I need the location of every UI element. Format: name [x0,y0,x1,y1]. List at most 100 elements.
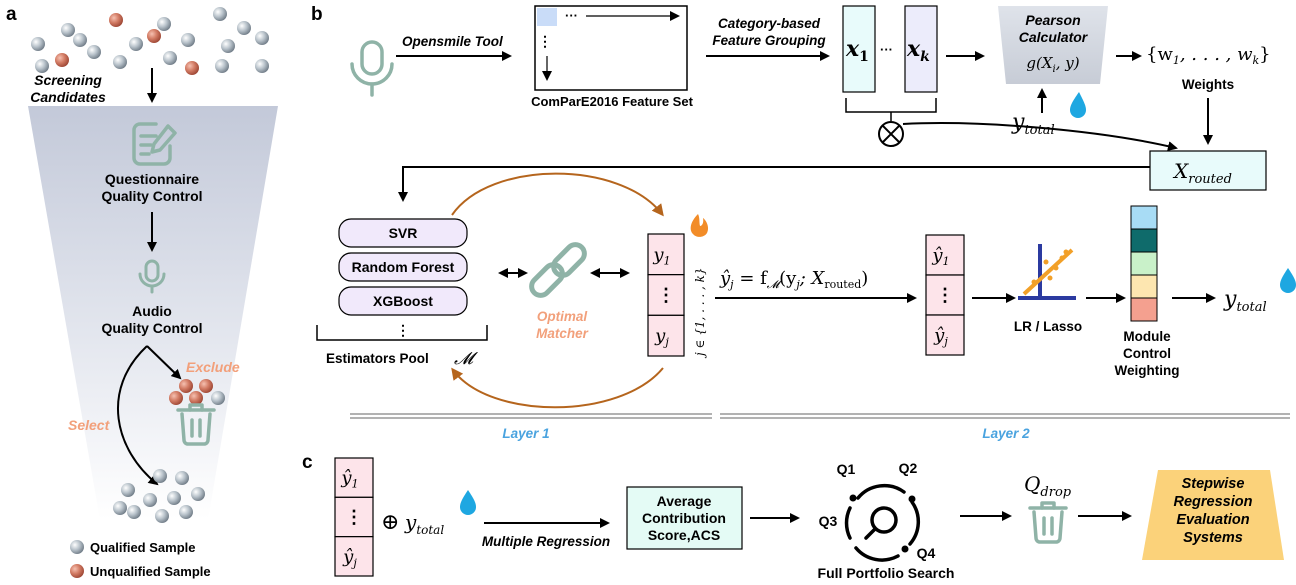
opensmile-label: Opensmile Tool [402,34,503,49]
acs-label-line1: Average [657,493,712,509]
matrix-col-dots: ⋮ [538,33,552,49]
qualified-sample-ball [211,391,225,405]
pearson-formula: g(Xi, y) [1026,54,1079,75]
unqualified-sample-ball [199,379,213,393]
q3-label: Q3 [819,513,838,529]
qualified-sample-ball [61,23,75,37]
unqualified-sample-ball [147,29,161,43]
yhat-formula: ŷj = f𝓜(yj; Xrouted) [719,268,868,291]
estimator-pill [338,218,468,248]
audio-label-line2: Quality Control [101,320,202,336]
questionnaire-icon [132,122,177,166]
qualified-sample-ball [213,7,227,21]
y-total-output: ytotal [1223,287,1267,315]
stack-symbol: ⋮ [345,507,363,527]
funnel [28,106,278,520]
trash-icon [176,403,216,446]
qualified-sample-ball [237,21,251,35]
microphone-icon [138,259,166,294]
weights-label: Weights [1182,77,1234,92]
stack-symbol: ⋮ [657,285,675,305]
x1-symbol: x1 [845,36,869,65]
acs-label-line3: Score,ACS [648,527,720,543]
arrow-otimes-to-routed [902,122,1178,152]
trash-icon-c [1028,501,1068,544]
matrix-cell [537,8,557,26]
qualified-sample-ball [157,17,171,31]
grouping-bracket [845,98,937,113]
large-microphone-icon [350,40,394,97]
legend-unqualified-marker [70,564,84,578]
portfolio-search-icon [844,483,921,562]
panel-label-b: b [311,4,323,25]
qualified-sample-ball [221,39,235,53]
qualified-sample-ball [127,505,141,519]
feature-group-x1 [842,5,876,93]
q-drop-symbol: Qdrop [1024,472,1072,500]
q-node-4 [901,545,909,553]
pearson-label-line2: Calculator [1019,29,1089,45]
module-weight-cell [1130,228,1158,253]
matrix-row-dots: ··· [565,8,578,23]
stack-cell [647,233,685,276]
x-routed-symbol: Xrouted [1172,159,1232,187]
qualified-sample-ball [163,51,177,65]
panel-label-c: c [302,452,313,473]
full-portfolio-label: Full Portfolio Search [818,565,955,581]
optimal-matcher-line2: Matcher [536,326,589,341]
legend-qualified: Qualified Sample [90,540,195,555]
compare-label: ComParE2016 Feature Set [531,94,694,109]
q1-label: Q1 [837,461,856,477]
regression-plot-icon [1018,244,1076,300]
stepwise-label-line2: Regression [1174,494,1253,510]
stepwise-label-line1: Stepwise [1182,476,1245,492]
fire-icon [690,214,709,237]
lr-lasso-label: LR / Lasso [1014,319,1082,334]
qualified-sample-ball [129,37,143,51]
chain-link-icon [529,242,587,298]
select-label: Select [68,417,111,433]
q-node-1 [849,494,857,502]
x-routed-box [1149,150,1267,191]
optimal-matcher-line1: Optimal [537,309,588,324]
stepwise-label-line4: Systems [1183,530,1243,546]
drop-icon-c [460,490,476,515]
x-group-dots: ··· [880,42,893,57]
questionnaire-label-line2: Quality Control [101,188,202,204]
xk-symbol: xk [906,36,930,65]
stepwise-label-line3: Evaluation [1176,512,1249,528]
qualified-sample-ball [191,487,205,501]
screening-label-line2: Candidates [30,89,106,105]
qualified-sample-ball [143,493,157,507]
qualified-balls [113,469,205,523]
module-weight-cell [1130,274,1158,299]
yhat-stack-c: ŷ1⋮ŷj [334,457,374,577]
unqualified-sample-ball [179,379,193,393]
qualified-sample-ball [181,33,195,47]
layer1-label: Layer 1 [502,426,549,441]
estimators-pool-symbol: 𝓜 [454,349,478,369]
estimator-label: SVR [389,225,418,241]
arrow-estimator-to-y [451,172,664,217]
excluded-balls [169,379,225,405]
qualified-sample-ball [255,59,269,73]
qualified-sample-ball [179,505,193,519]
q2-label: Q2 [899,460,918,476]
arrow-exclude [146,345,182,380]
stepwise-box [1142,470,1284,560]
q4-label: Q4 [917,545,936,561]
stack-symbol: ⋮ [936,285,954,305]
estimator-label: XGBoost [373,293,433,309]
questionnaire-label-line1: Questionnaire [105,171,199,187]
module-label-line1: Module [1123,329,1171,344]
feature-group-xk [904,5,938,93]
qualified-sample-ball [87,45,101,59]
qualified-sample-ball [73,33,87,47]
panel-label-a: a [6,4,17,25]
otimes-symbol [878,121,904,147]
j-range: j ∈ {1, . . . , k} [693,267,707,359]
qualified-sample-ball [121,483,135,497]
unqualified-sample-ball [169,391,183,405]
drop-icon-output [1280,268,1296,293]
